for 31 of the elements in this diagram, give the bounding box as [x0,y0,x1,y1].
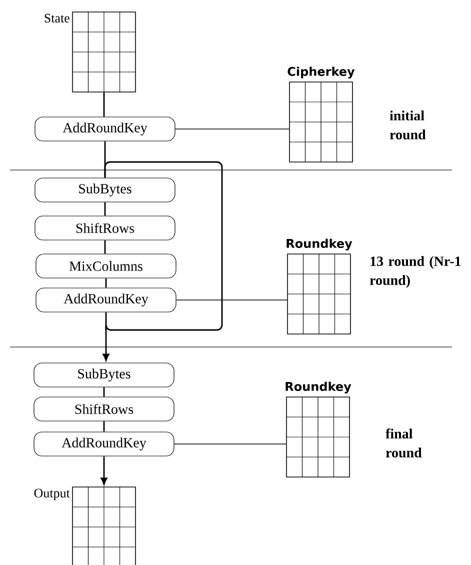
connector-line [105,278,107,288]
arrow [102,312,110,361]
matrix-grid: Cipherkey [288,66,355,162]
node-label: Cipherkey [288,66,355,78]
matrix-grid: State [44,12,136,92]
round-label: initial round [390,110,426,140]
round-label: final round [386,428,422,458]
process-box: SubBytes [34,362,174,388]
connector-line [104,240,106,254]
connector-line [103,421,105,432]
node-label: Roundkey [286,238,352,250]
matrix-grid: Output [34,486,136,565]
matrix-grid: Roundkey [286,238,352,334]
process-box: ShiftRows [34,216,176,240]
process-box: AddRoundKey [36,288,176,312]
process-box: AddRoundKey [34,432,174,456]
connector-line [104,202,106,216]
node-label: Output [34,488,70,500]
connector-line [174,128,290,130]
arrow [100,456,108,485]
node-label: Roundkey [286,382,352,394]
process-box: SubBytes [34,178,176,202]
matrix-grid: Roundkey [286,382,352,478]
process-box: MixColumns [36,254,176,278]
connector-line [103,92,105,117]
connector-line [104,161,223,331]
node-label: State [44,14,70,23]
process-box: ShiftRows [34,396,174,422]
connector-line [103,387,105,397]
process-box: AddRoundKey [34,116,176,142]
round-label: 13 round (Nr-1 round) [370,256,461,288]
